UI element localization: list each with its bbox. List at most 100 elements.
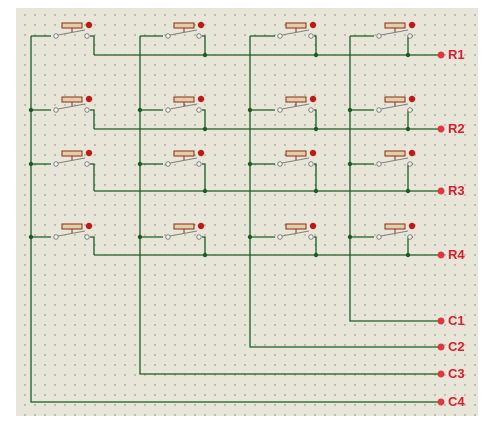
switch-pin-right	[308, 161, 314, 167]
push-button-switch[interactable]	[277, 95, 317, 113]
switch-pin-right	[407, 234, 413, 240]
switch-button-cap	[61, 150, 83, 157]
switch-contact-bar	[57, 29, 86, 36]
terminal-pin[interactable]	[437, 187, 445, 195]
switch-pin-right	[407, 33, 413, 39]
terminal-pin[interactable]	[437, 317, 445, 325]
switch-button-cap	[61, 223, 83, 230]
terminal-pin[interactable]	[437, 251, 445, 259]
wires	[28, 35, 441, 403]
switch-pin-left	[53, 107, 59, 113]
switch-pin-right	[308, 33, 314, 39]
switch-pin-left	[376, 234, 382, 240]
push-button-switch[interactable]	[165, 222, 205, 240]
switch-indicator-dot	[197, 95, 205, 103]
switch-contact-bar	[169, 230, 198, 237]
switch-right-lead	[314, 163, 317, 191]
wire-junction	[28, 107, 34, 113]
switch-right-lead	[202, 35, 206, 55]
wire-junction	[247, 234, 253, 240]
switch-pin-left	[165, 234, 171, 240]
switch-button-cap	[384, 96, 406, 103]
wire-junction	[405, 52, 411, 58]
wire-junction	[347, 107, 353, 113]
terminal-pin[interactable]	[437, 398, 445, 406]
terminal-pin[interactable]	[437, 125, 445, 133]
wire-junction	[405, 126, 411, 132]
switch-right-lead	[90, 236, 95, 255]
switch-pin-left	[376, 161, 382, 167]
switch-pin-left	[277, 234, 283, 240]
wire-junction	[405, 188, 411, 194]
wire-junction	[405, 252, 411, 258]
switch-button-cap	[173, 96, 195, 103]
switch-contact-bar	[380, 103, 409, 110]
switch-right-lead	[90, 35, 95, 55]
switch-indicator-dot	[197, 149, 205, 157]
row-terminal-label: R3	[448, 183, 465, 198]
switch-pin-right	[196, 161, 202, 167]
switch-right-lead	[202, 163, 206, 191]
switch-pin-left	[376, 33, 382, 39]
switch-pin-left	[277, 33, 283, 39]
switch-button-cap	[285, 96, 307, 103]
switch-right-lead	[314, 35, 317, 55]
terminal-pin[interactable]	[437, 51, 445, 59]
switch-contact-bar	[380, 230, 409, 237]
switch-right-lead	[90, 163, 95, 191]
switch-contact-bar	[57, 230, 86, 237]
wire-junction	[202, 52, 208, 58]
switch-pin-right	[84, 161, 90, 167]
switch-indicator-dot	[408, 95, 416, 103]
switch-contact-bar	[57, 157, 86, 164]
switch-indicator-dot	[197, 21, 205, 29]
wire-junction	[347, 161, 353, 167]
push-button-switch[interactable]	[277, 149, 317, 167]
switch-button-cap	[285, 22, 307, 29]
switch-right-lead	[90, 109, 95, 129]
switch-button-cap	[285, 150, 307, 157]
switch-contact-bar	[169, 29, 198, 36]
push-button-switch[interactable]	[376, 222, 416, 240]
wire-junction	[28, 234, 34, 240]
switch-pin-left	[277, 161, 283, 167]
switch-pin-right	[84, 33, 90, 39]
wire-junction	[313, 252, 319, 258]
terminal-pin[interactable]	[437, 343, 445, 351]
push-button-switch[interactable]	[376, 95, 416, 113]
push-button-switch[interactable]	[376, 21, 416, 39]
switch-button-cap	[173, 150, 195, 157]
switch-pin-right	[308, 234, 314, 240]
push-button-switch[interactable]	[53, 21, 93, 39]
push-button-switch[interactable]	[277, 21, 317, 39]
wire-junction	[313, 188, 319, 194]
switch-indicator-dot	[408, 222, 416, 230]
terminal-pin[interactable]	[437, 370, 445, 378]
push-button-switch[interactable]	[165, 95, 205, 113]
switch-indicator-dot	[408, 21, 416, 29]
switch-contact-bar	[281, 29, 310, 36]
push-button-switch[interactable]	[53, 222, 93, 240]
switch-pin-left	[165, 33, 171, 39]
switch-contact-bar	[281, 103, 310, 110]
switch-button-cap	[384, 150, 406, 157]
switch-button-cap	[173, 223, 195, 230]
switch-right-lead	[202, 236, 206, 255]
switch-button-cap	[173, 22, 195, 29]
push-button-switch[interactable]	[165, 21, 205, 39]
wire-junction	[247, 161, 253, 167]
column-bus-wire	[249, 36, 441, 348]
switch-pin-left	[277, 107, 283, 113]
push-button-switch[interactable]	[53, 149, 93, 167]
push-button-switch[interactable]	[53, 95, 93, 113]
switch-indicator-dot	[408, 149, 416, 157]
push-button-switch[interactable]	[376, 149, 416, 167]
push-button-switch[interactable]	[165, 149, 205, 167]
push-button-switch[interactable]	[277, 222, 317, 240]
switch-pin-left	[53, 33, 59, 39]
switch-indicator-dot	[309, 21, 317, 29]
switch-indicator-dot	[85, 222, 93, 230]
switch-pin-left	[53, 161, 59, 167]
